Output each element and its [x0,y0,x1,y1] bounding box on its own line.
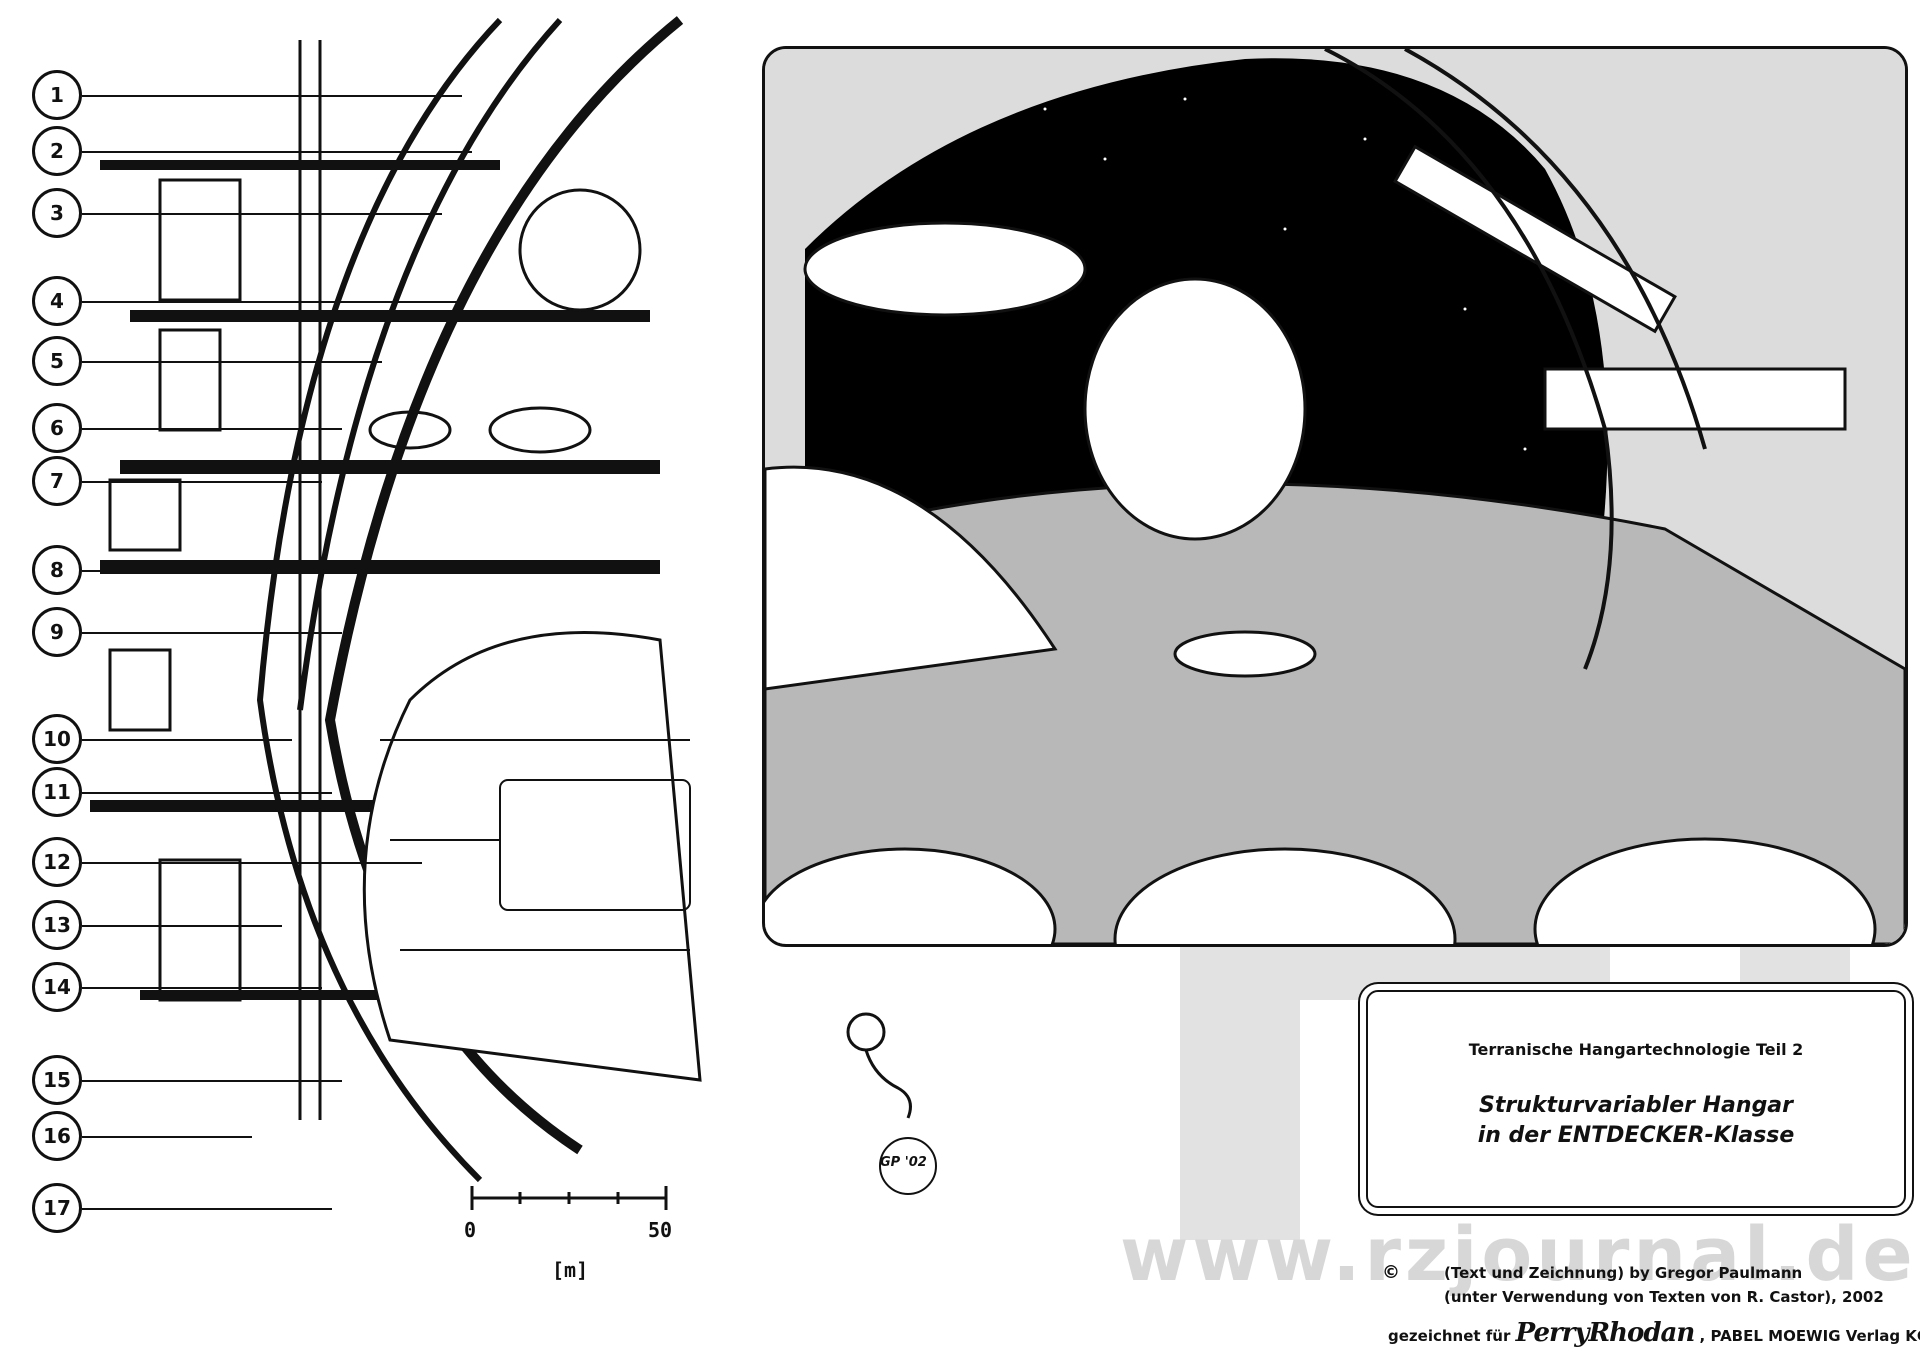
credit-suffix: , PABEL MOEWIG Verlag KG [1699,1327,1920,1345]
copyright-symbol: © [1382,1262,1400,1283]
scale-unit: [m] [552,1258,589,1282]
credit-prefix: gezeichnet für [1388,1327,1511,1345]
scale-fifty: 50 [648,1218,673,1242]
artist-signature: GP '02 [880,1155,927,1170]
callout-label-13: 13 [32,900,82,950]
callout-label-6: 6 [32,403,82,453]
callout-leader-10 [82,739,292,741]
callout-leader-2 [82,151,472,153]
main-title-line-2: in der ENTDECKER-Klasse [1477,1123,1795,1148]
callout-label-14: 14 [32,962,82,1012]
callout-leader-3 [82,213,442,215]
callout-leader-1 [82,95,462,97]
callout-label-17: 17 [32,1183,82,1233]
credit-line-3: gezeichnet für PerryRhodan , PABEL MOEWI… [1388,1318,1920,1348]
callout-leader-13 [82,925,282,927]
callout-leader-5 [82,361,382,363]
callout-label-10: 10 [32,714,82,764]
callout-label-1: 1 [32,70,82,120]
callout-label-5: 5 [32,336,82,386]
illustration-art [765,49,1905,944]
watermark-text: www.rzjournal.de [1120,1212,1917,1298]
callout-label-16: 16 [32,1111,82,1161]
callout-label-15: 15 [32,1055,82,1105]
callout-label-4: 4 [32,276,82,326]
main-title-line-1: Strukturvariabler Hangar [1478,1093,1794,1118]
callout-leader-8 [82,570,442,572]
scale-zero: 0 [464,1218,477,1242]
artist-signature-sketch [846,1012,937,1195]
callout-leader-7 [82,481,322,483]
callout-label-2: 2 [32,126,82,176]
series-title: Terranische Hangartechnologie Teil 2 [1468,1040,1804,1059]
hangar-illustration [762,46,1908,947]
callout-label-7: 7 [32,456,82,506]
callout-label-3: 3 [32,188,82,238]
credit-line-1: (Text und Zeichnung) by Gregor Paulmann [1444,1264,1803,1282]
callout-leader-9 [82,632,342,634]
credit-line-2: (unter Verwendung von Texten von R. Cast… [1444,1288,1884,1306]
callout-leader-17 [82,1208,332,1210]
callout-leader-15 [82,1080,342,1082]
callout-leader-14 [82,987,322,989]
callout-leader-11 [82,792,332,794]
callout-label-12: 12 [32,837,82,887]
callout-label-11: 11 [32,767,82,817]
perry-rhodan-logo: PerryRhodan [1515,1318,1696,1348]
callout-label-8: 8 [32,545,82,595]
callout-leader-4 [82,301,462,303]
callout-leader-6 [82,428,342,430]
callout-leader-12 [82,862,422,864]
title-box: Terranische Hangartechnologie Teil 2 Str… [1366,990,1906,1208]
hangar-cutaway-diagram [90,16,702,1210]
callout-leader-16 [82,1136,252,1138]
callout-label-9: 9 [32,607,82,657]
